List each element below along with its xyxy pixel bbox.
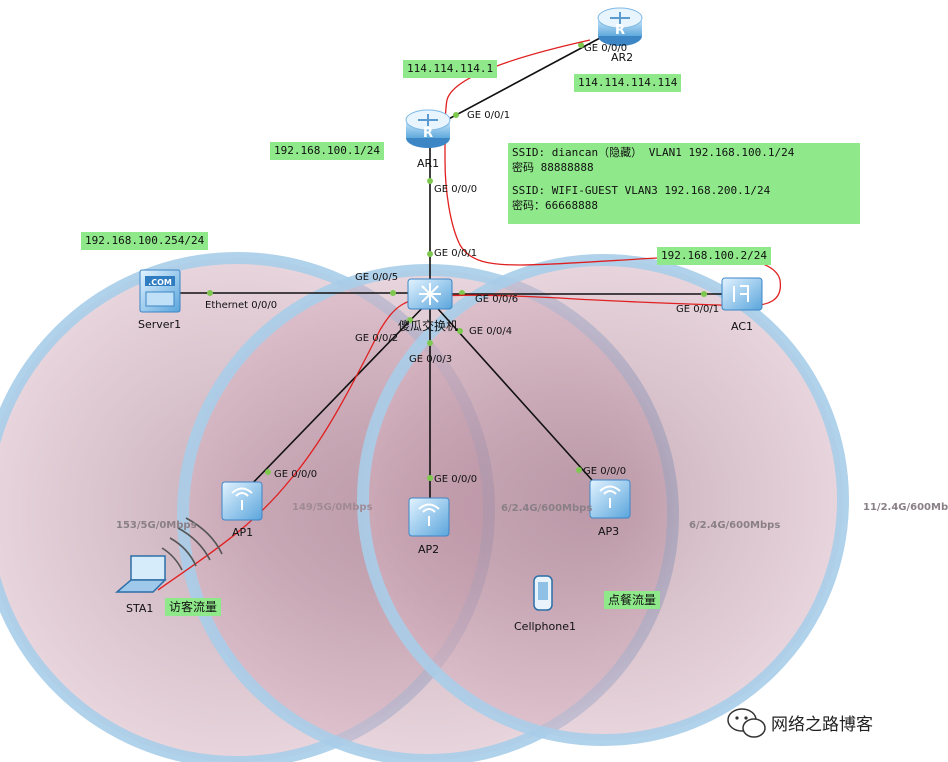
switch-icon[interactable]: [407, 278, 453, 310]
wireless-signal-icon: [161, 517, 223, 571]
port-dot: [407, 317, 413, 323]
guest-traffic-path: [157, 39, 782, 591]
ssid-line-4: 密码：66668888: [512, 198, 598, 212]
port-dot: [427, 251, 433, 257]
port-dot: [427, 475, 433, 481]
rate-label-ap1: 149/5G/0Mbps: [292, 502, 373, 513]
port-label-server-eth: Ethernet 0/0/0: [205, 300, 278, 311]
port-dot: [265, 469, 271, 475]
note-ar1-wan-ip: 114.114.114.1: [403, 60, 498, 78]
ssid-line-1: SSID: diancan（隐藏） VLAN1 192.168.100.1/24: [512, 146, 795, 159]
port-label-ar2-ge000: GE 0/0/0: [584, 43, 628, 54]
ap3-icon[interactable]: [589, 479, 631, 519]
svg-text:R: R: [423, 126, 433, 141]
note-guest-traffic: 访客流量: [165, 598, 222, 616]
note-order-traffic: 点餐流量: [604, 591, 661, 609]
port-label-sw-ge006: GE 0/0/6: [475, 294, 519, 305]
node-label-ac1: AC1: [731, 320, 754, 333]
sta1-laptop-icon[interactable]: [114, 555, 167, 593]
node-label-ar2: AR2: [611, 51, 634, 64]
port-label-ap2-ge000: GE 0/0/0: [434, 474, 478, 485]
port-label-sw-ge001: GE 0/0/1: [434, 248, 478, 259]
port-label-sw-ge004: GE 0/0/4: [469, 326, 513, 337]
node-label-ar1: AR1: [417, 157, 440, 170]
port-dots: [207, 42, 707, 481]
node-label-server1: Server1: [138, 318, 182, 331]
server1-icon[interactable]: .COM: [139, 269, 181, 313]
rate-label-right: 11/2.4G/600Mb: [863, 502, 948, 513]
note-ar1-lan-ip: 192.168.100.1/24: [270, 142, 384, 160]
svg-text:.COM: .COM: [148, 278, 172, 287]
node-label-ap3: AP3: [598, 525, 620, 538]
port-dot: [453, 112, 459, 118]
port-dot: [427, 178, 433, 184]
ssid-line-2: 密码 88888888: [512, 160, 594, 174]
wechat-icon: [727, 708, 766, 738]
router-ar2-icon[interactable]: R: [597, 7, 643, 46]
rate-label-ap2: 6/2.4G/600Mbps: [501, 503, 593, 514]
port-dot: [578, 42, 584, 48]
port-dot: [390, 290, 396, 296]
ap2-icon[interactable]: [408, 497, 450, 537]
port-dot: [459, 290, 465, 296]
node-label-sta1: STA1: [126, 602, 154, 615]
port-dot: [427, 340, 433, 346]
node-label-switch: 傻瓜交换机: [398, 319, 459, 333]
node-label-ap2: AP2: [418, 543, 440, 556]
rate-label-sta1: 153/5G/0Mbps: [116, 520, 197, 531]
ap1-icon[interactable]: [221, 481, 263, 521]
note-ac1-ip: 192.168.100.2/24: [657, 247, 771, 265]
port-label-ap3-ge000: GE 0/0/0: [583, 466, 627, 477]
port-label-ap1-ge000: GE 0/0/0: [274, 469, 318, 480]
node-label-cellphone1: Cellphone1: [514, 620, 576, 633]
ssid-line-3: SSID: WIFI-GUEST VLAN3 192.168.200.1/24: [512, 184, 771, 197]
port-label-sw-ge002: GE 0/0/2: [355, 333, 399, 344]
port-label-ar1-ge001: GE 0/0/1: [467, 110, 511, 121]
port-label-sw-ge003: GE 0/0/3: [409, 354, 453, 365]
port-label-ac1-ge001: GE 0/0/1: [676, 304, 720, 315]
note-server-ip: 192.168.100.254/24: [81, 232, 209, 250]
router-ar1-icon[interactable]: R: [405, 109, 451, 148]
link-switch-ap1: [245, 299, 431, 491]
ssid-spacer: [512, 175, 856, 184]
port-dot: [207, 290, 213, 296]
svg-text:R: R: [615, 23, 625, 38]
cellphone1-icon[interactable]: [533, 575, 553, 611]
note-ar2-ip: 114.114.114.114: [574, 74, 682, 92]
rate-label-ap3: 6/2.4G/600Mbps: [689, 520, 781, 531]
port-dot: [701, 291, 707, 297]
port-dot: [576, 467, 582, 473]
links: [180, 37, 724, 500]
port-label-sw-ge005: GE 0/0/5: [355, 272, 399, 283]
link-switch-ap3: [429, 299, 593, 481]
watermark-text: 网络之路博客: [771, 715, 873, 735]
ac1-icon[interactable]: [721, 277, 763, 311]
port-label-ar1-ge000: GE 0/0/0: [434, 184, 478, 195]
node-label-ap1: AP1: [232, 526, 254, 539]
note-ssid-config: SSID: diancan（隐藏） VLAN1 192.168.100.1/24…: [508, 143, 860, 224]
port-dot: [457, 328, 463, 334]
